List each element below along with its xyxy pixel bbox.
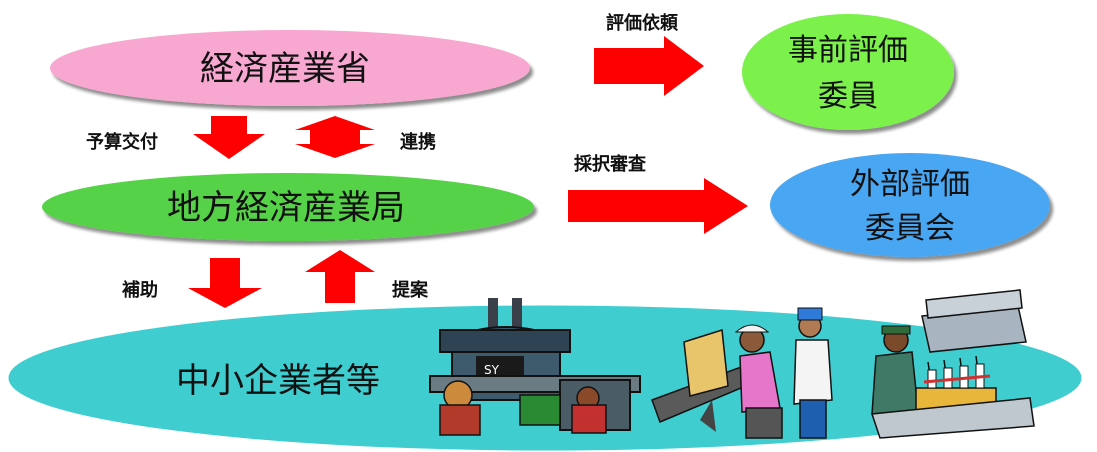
selection-review-label: 採択審査 xyxy=(574,153,646,175)
factory-machine-icon: SY xyxy=(429,298,641,436)
regional-bureau-label: 地方経済産業局 xyxy=(167,188,405,228)
workers-icon xyxy=(651,307,833,439)
budget-grant-label: 予算交付 xyxy=(86,131,158,153)
eval-request-label: 評価依頼 xyxy=(606,12,679,34)
meti-ellipse xyxy=(50,30,530,106)
budget-grant-arrow xyxy=(193,116,265,159)
external-eval-label-line1: 外部評価 xyxy=(850,167,970,202)
regional-bureau-ellipse xyxy=(42,173,534,241)
eval-request-arrow xyxy=(594,36,704,96)
svg-text:SY: SY xyxy=(484,363,500,377)
cooperation-label: 連携 xyxy=(400,131,436,153)
pre-eval-label-line2: 委員 xyxy=(818,79,878,114)
proposal-label: 提案 xyxy=(392,279,429,301)
external-eval-ellipse xyxy=(770,153,1050,257)
subsidy-arrow xyxy=(188,258,262,308)
cooperation-arrow xyxy=(295,116,375,158)
meti-label: 経済産業省 xyxy=(200,49,370,89)
pre-eval-ellipse xyxy=(742,14,954,130)
sme-label: 中小企業者等 xyxy=(176,361,380,401)
pre-eval-label-line1: 事前評価 xyxy=(788,33,908,68)
selection-review-arrow xyxy=(568,178,748,234)
assembly-line-icon xyxy=(870,289,1035,439)
proposal-arrow xyxy=(305,250,375,303)
subsidy-label: 補助 xyxy=(121,279,158,301)
external-eval-label-line2: 委員会 xyxy=(865,211,955,246)
